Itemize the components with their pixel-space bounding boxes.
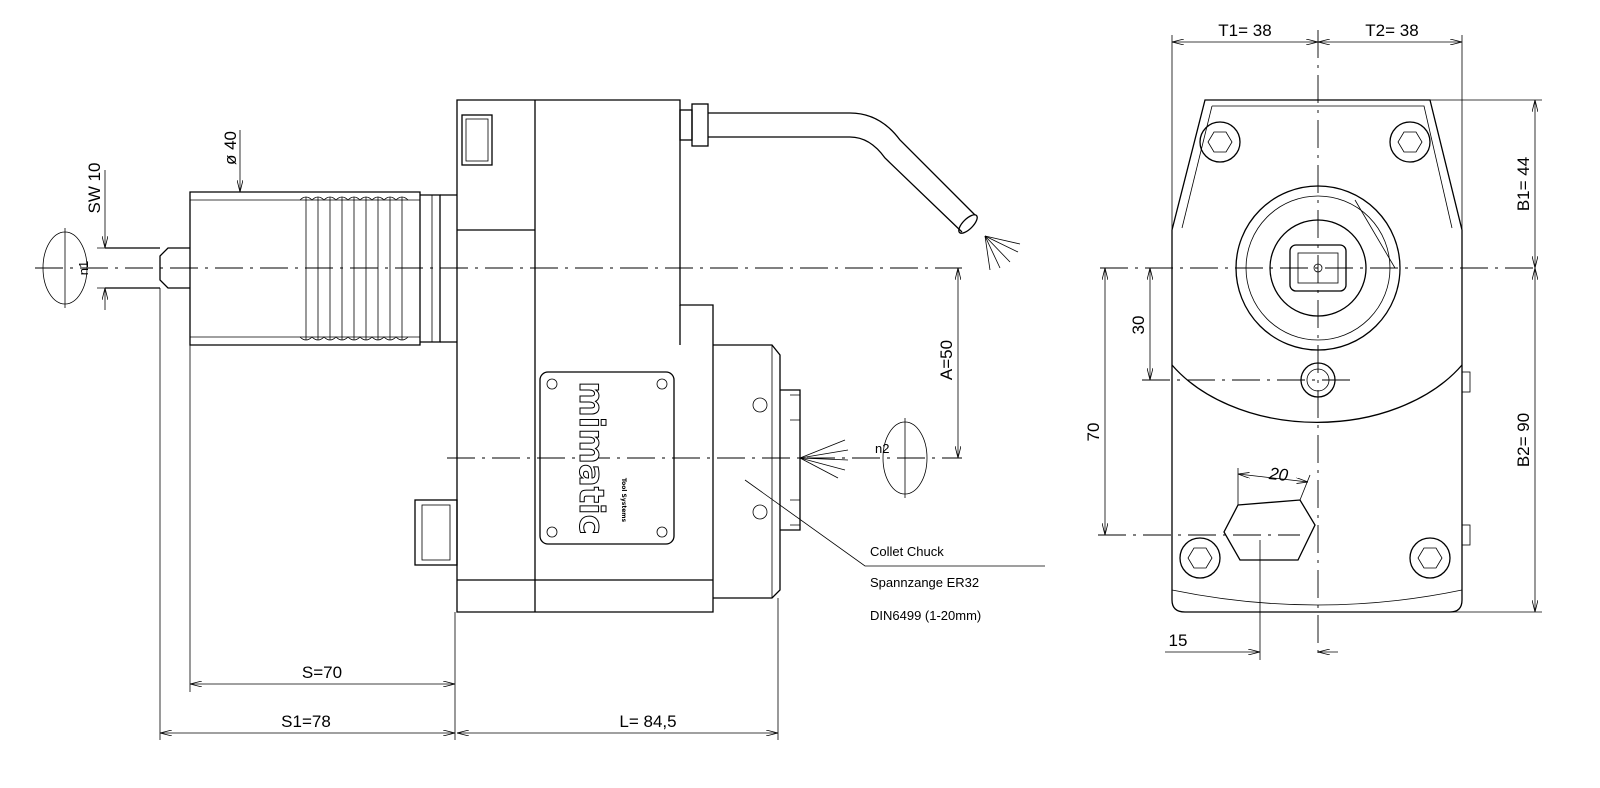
tool-spray-icon xyxy=(799,439,849,479)
logo-mimatic: mimatic xyxy=(571,381,611,535)
callout-spannzange: Spannzange ER32 xyxy=(870,575,979,590)
cable xyxy=(679,103,1021,271)
side-view: T1= 38 T2= 38 B1= 44 B2= 90 30 70 20 15 xyxy=(1084,21,1542,660)
label-a: A=50 xyxy=(937,340,956,380)
callout-collet-chuck: Collet Chuck xyxy=(870,544,944,559)
label-n1: n1 xyxy=(76,261,91,275)
label-sw10: SW 10 xyxy=(85,162,104,213)
label-b1: B1= 44 xyxy=(1514,157,1533,211)
rotation-n1-icon xyxy=(42,228,88,308)
dim-20 xyxy=(1238,474,1308,482)
housing: mimatic Tool Systems xyxy=(414,99,849,613)
label-s: S=70 xyxy=(302,663,342,682)
front-view: mimatic Tool Systems xyxy=(35,99,1045,740)
dim-sw10 xyxy=(97,170,160,310)
logo-subtext: Tool Systems xyxy=(620,478,627,523)
label-20: 20 xyxy=(1267,464,1289,485)
label-t1: T1= 38 xyxy=(1218,21,1271,40)
label-l: L= 84,5 xyxy=(619,712,676,731)
side-housing xyxy=(1171,99,1471,613)
rotation-n2-icon xyxy=(882,418,928,498)
thread xyxy=(299,196,409,341)
callout-leader xyxy=(744,479,1045,567)
label-s1: S1=78 xyxy=(281,712,331,731)
bolts xyxy=(1179,121,1451,579)
collet-flange xyxy=(713,344,801,599)
callout-din: DIN6499 (1-20mm) xyxy=(870,608,981,623)
label-15: 15 xyxy=(1169,631,1188,650)
label-70: 70 xyxy=(1084,423,1103,442)
label-t2: T2= 38 xyxy=(1365,21,1418,40)
label-b2: B2= 90 xyxy=(1514,413,1533,467)
nameplate: mimatic Tool Systems xyxy=(539,371,675,545)
label-diameter: ø 40 xyxy=(221,131,240,165)
label-n2: n2 xyxy=(875,441,889,456)
shank xyxy=(189,191,457,346)
label-30: 30 xyxy=(1129,316,1148,335)
